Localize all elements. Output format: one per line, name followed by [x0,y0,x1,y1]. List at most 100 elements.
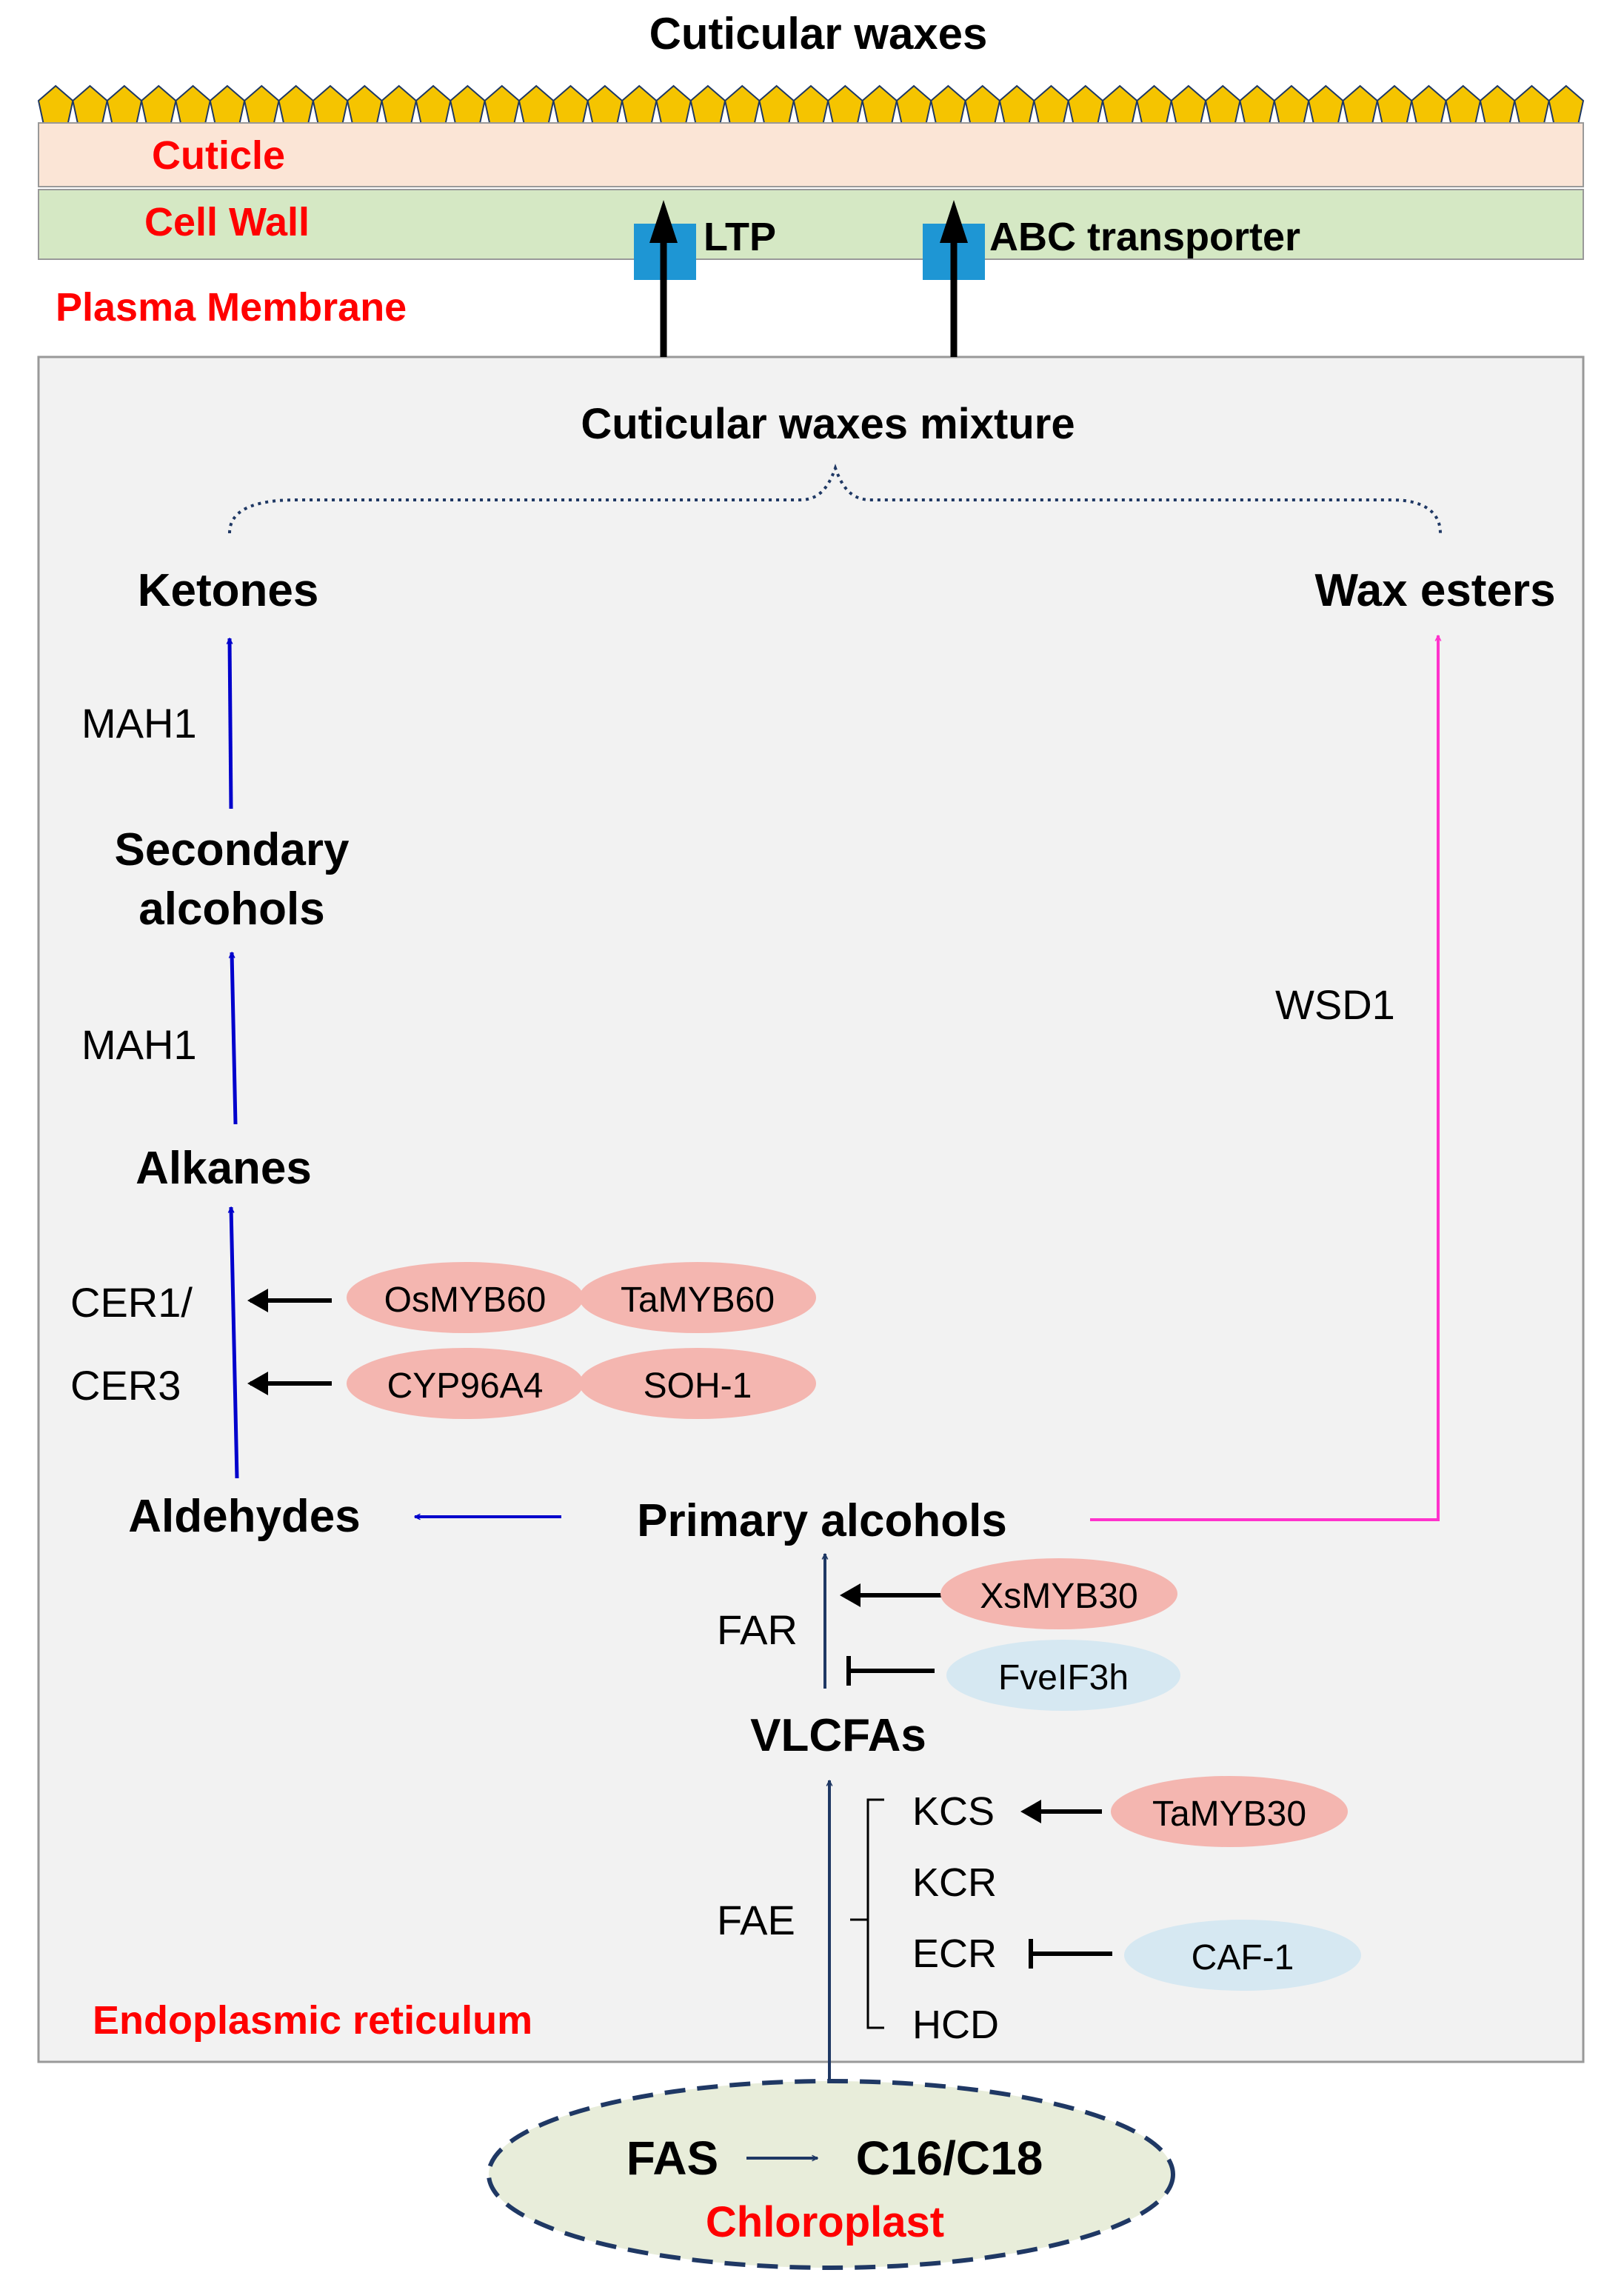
wax-crystal [1342,84,1378,124]
cer3-label: CER3 [70,1362,181,1409]
wax-crystal [930,84,966,124]
wax-crystal [484,84,521,124]
fveif3h-ellipse [946,1640,1180,1711]
cyp96a4-label: CYP96A4 [387,1366,544,1406]
far-label: FAR [717,1606,798,1653]
wax-crystal [1101,84,1138,124]
kcr-label: KCR [912,1860,997,1905]
endoplasmic-reticulum-label: Endoplasmic reticulum [93,1998,532,2043]
chloroplast-ellipse [487,2079,1175,2270]
wax-crystal [140,84,177,124]
wax-crystal [72,84,108,124]
wax-crystal [37,84,74,124]
wax-crystal [1548,84,1585,124]
tamyb30-arrowhead [1020,1800,1041,1823]
ltp-export-arrowhead [649,200,678,243]
c16c18-label: C16/C18 [856,2131,1043,2185]
wax-esters-label: Wax esters [1314,565,1555,616]
wax-crystal [244,84,280,124]
abc-export-arrowhead [940,200,968,243]
tamyb60-label: TaMYB60 [621,1281,775,1320]
ketones-label: Ketones [138,565,319,616]
wax-crystal [895,84,932,124]
primary-alcohols-label: Primary alcohols [637,1495,1007,1546]
fas-label: FAS [626,2131,718,2185]
cell-wall-label: Cell Wall [144,200,310,244]
plasma-membrane-label: Plasma Membrane [56,285,407,330]
wax-crystal [655,84,692,124]
tamyb30-label: TaMYB30 [1152,1794,1306,1834]
mah1-top-label: MAH1 [81,700,197,747]
cyp96a4-arrowhead [247,1372,268,1395]
fae-complex-bracket [850,1798,884,2029]
mixture-dotted-brace [228,464,1442,534]
wax-crystal [552,84,589,124]
wax-crystal [792,84,829,124]
wax-crystal [1170,84,1207,124]
wax-crystal-layer [37,84,1585,124]
wax-crystal [381,84,418,124]
hcd-label: HCD [912,2003,999,2047]
osmyb60-ellipse [347,1262,584,1333]
ecr-label: ECR [912,1932,997,1976]
wax-crystal [1067,84,1104,124]
wax-mixture-label: Cuticular waxes mixture [581,400,1075,448]
wax-crystal [861,84,898,124]
chloroplast-label: Chloroplast [706,2198,944,2246]
wax-crystal [106,84,143,124]
wax-crystal [1411,84,1447,124]
kcs-label: KCS [912,1789,995,1834]
wax-crystal [621,84,658,124]
xsmyb30-arrowhead [840,1583,861,1607]
endoplasmic-reticulum-box [37,355,1585,2063]
fae-label: FAE [717,1897,795,1943]
cell-wall-layer [38,189,1584,260]
soh1-ellipse [579,1348,816,1419]
primary-to-wax-esters-arrow [1090,635,1438,1521]
osmyb60-label: OsMYB60 [384,1281,547,1320]
secondary-alcohols-label-1: Secondary [114,824,350,875]
wax-crystal [1033,84,1069,124]
wax-crystal [724,84,761,124]
soh1-label: SOH-1 [644,1366,752,1406]
wax-crystal [587,84,624,124]
wax-crystal [1273,84,1310,124]
wax-crystal [689,84,726,124]
xsmyb30-ellipse [940,1558,1177,1629]
ltp-label: LTP [704,215,776,259]
caf1-label: CAF-1 [1192,1938,1294,1977]
caf1-ellipse [1124,1920,1361,1991]
wax-crystal [175,84,211,124]
wax-crystal [209,84,246,124]
wax-crystal [1514,84,1550,124]
wax-crystal [1308,84,1344,124]
osmyb60-arrowhead [247,1289,268,1312]
wax-crystal [998,84,1035,124]
wsd1-label: WSD1 [1275,981,1395,1028]
wax-crystal [450,84,486,124]
xsmyb30-label: XsMYB30 [980,1577,1137,1616]
wax-crystal [758,84,795,124]
fveif3h-label: FveIF3h [998,1658,1129,1697]
wax-crystal [347,84,383,124]
wax-crystal [415,84,452,124]
cuticle-label: Cuticle [152,133,285,178]
cuticle-layer [38,122,1584,187]
aldehydes-label: Aldehydes [128,1491,361,1542]
wax-crystal [312,84,349,124]
abc-transporter-label: ABC transporter [989,215,1300,259]
wax-crystal [518,84,555,124]
cyp96a4-ellipse [347,1348,584,1419]
wax-crystal [1376,84,1413,124]
tamyb60-ellipse [579,1262,816,1333]
wax-crystal [1445,84,1482,124]
wax-crystal [278,84,314,124]
aldehydes-to-alkanes-arrow [231,1207,239,1479]
wax-crystal [1239,84,1275,124]
secondary-to-ketones-arrow [230,638,233,809]
alkanes-to-secondary-arrow [232,952,238,1125]
wax-crystal [1479,84,1516,124]
diagram-title: Cuticular waxes [649,9,988,59]
tamyb30-ellipse [1111,1776,1348,1847]
secondary-alcohols-label-2: alcohols [138,884,325,935]
